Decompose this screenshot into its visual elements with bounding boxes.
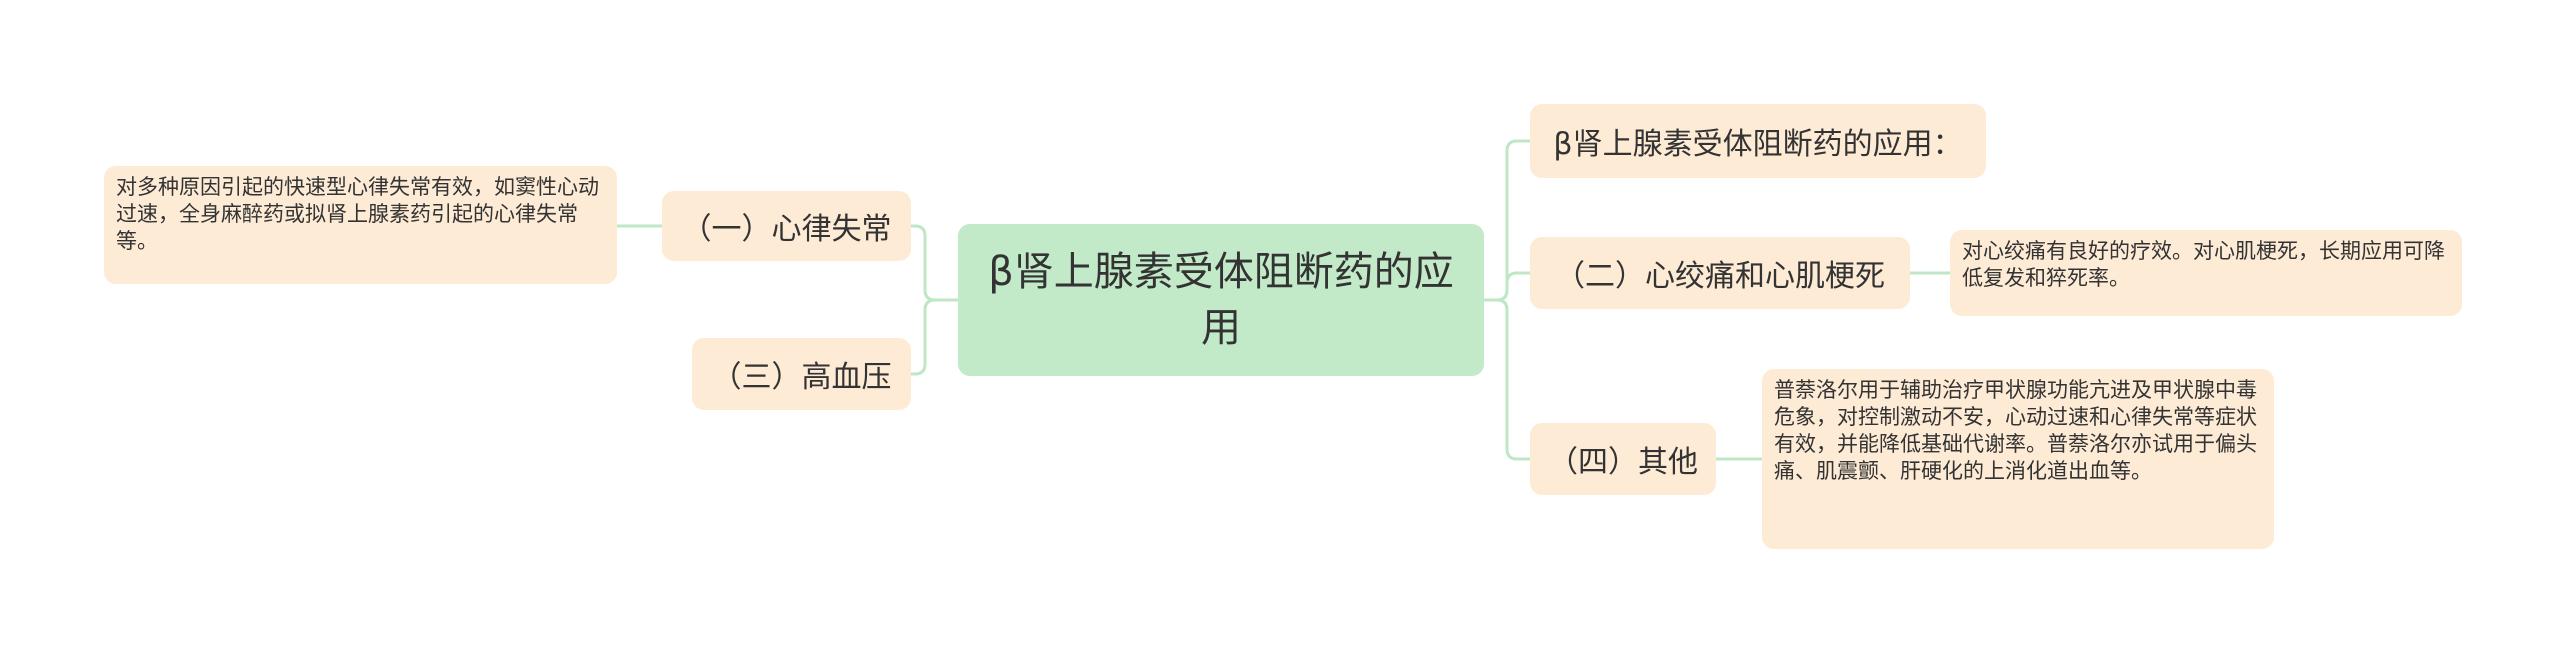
central-topic[interactable]: β肾上腺素受体阻断药的应用 [958, 224, 1484, 376]
right-heading[interactable]: β肾上腺素受体阻断药的应用： [1530, 104, 1986, 178]
branch-hypertension[interactable]: （三）高血压 [692, 338, 911, 410]
detail-arrhythmia[interactable]: 对多种原因引起的快速型心律失常有效，如窦性心动过速，全身麻醉药或拟肾上腺素药引起… [104, 166, 617, 284]
branch-other-label: （四）其他 [1548, 445, 1698, 480]
connector-center-to-branch1 [911, 224, 958, 302]
detail-angina-infarction[interactable]: 对心绞痛有良好的疗效。对心肌梗死，长期应用可降低复发和猝死率。 [1950, 230, 2462, 316]
detail-other[interactable]: 普萘洛尔用于辅助治疗甲状腺功能亢进及甲状腺中毒危象，对控制激动不安，心动过速和心… [1762, 369, 2274, 549]
connector-center-to-branch4 [1484, 298, 1530, 461]
central-topic-title: β肾上腺素受体阻断药的应用 [988, 249, 1454, 351]
connector-center-to-heading [1484, 139, 1530, 302]
detail-arrhythmia-text: 对多种原因引起的快速型心律失常有效，如窦性心动过速，全身麻醉药或拟肾上腺素药引起… [116, 175, 599, 253]
branch-arrhythmia-label: （一）心律失常 [681, 212, 892, 247]
branch-other[interactable]: （四）其他 [1530, 423, 1716, 495]
branch-hypertension-label: （三）高血压 [711, 360, 892, 395]
branch-arrhythmia[interactable]: （一）心律失常 [662, 191, 911, 261]
connector-center-to-branch3 [911, 298, 958, 376]
detail-other-text: 普萘洛尔用于辅助治疗甲状腺功能亢进及甲状腺中毒危象，对控制激动不安，心动过速和心… [1774, 378, 2257, 483]
connector-center-to-branch2 [1484, 271, 1530, 302]
right-heading-label: β肾上腺素受体阻断药的应用： [1553, 127, 1963, 162]
detail-angina-infarction-text: 对心绞痛有良好的疗效。对心肌梗死，长期应用可降低复发和猝死率。 [1962, 239, 2445, 290]
branch-angina-infarction[interactable]: （二）心绞痛和心肌梗死 [1530, 237, 1910, 309]
branch-angina-infarction-label: （二）心绞痛和心肌梗死 [1555, 259, 1885, 294]
